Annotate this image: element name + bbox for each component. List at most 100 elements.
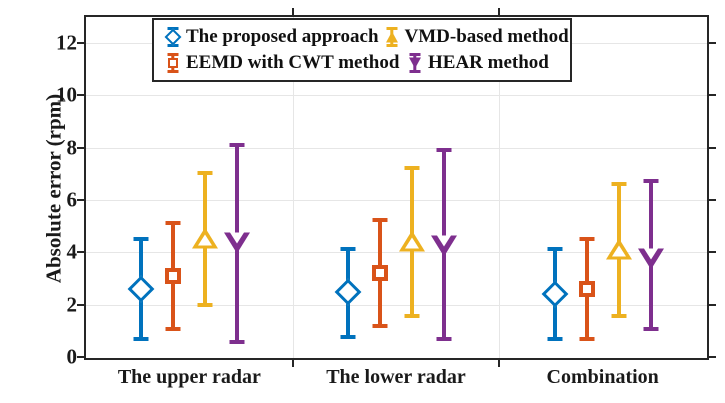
error-bar-cap bbox=[643, 179, 659, 184]
y-tick bbox=[77, 94, 86, 97]
y-tick bbox=[707, 146, 716, 149]
y-tick-label: 8 bbox=[66, 135, 78, 160]
legend-item-vmd-based-method[interactable]: VMD-based method bbox=[379, 24, 569, 50]
error-bar bbox=[541, 247, 569, 342]
y-tick bbox=[707, 356, 716, 358]
error-bar-cap bbox=[372, 324, 388, 329]
error-bar-cap bbox=[611, 181, 627, 186]
marker-fill bbox=[405, 237, 419, 249]
error-bar-cap bbox=[229, 339, 245, 344]
gridline bbox=[86, 252, 707, 254]
error-bar-cap bbox=[340, 334, 356, 339]
marker-fill bbox=[611, 245, 626, 257]
y-tick-label: 0 bbox=[66, 344, 78, 369]
legend-label: The proposed approach bbox=[186, 26, 379, 47]
square-marker-icon bbox=[160, 50, 186, 76]
marker-fill bbox=[198, 234, 213, 246]
gridline bbox=[86, 200, 707, 202]
legend-label: EEMD with CWT method bbox=[186, 52, 400, 73]
error-bar-cap bbox=[436, 337, 452, 342]
diamond-marker-icon bbox=[334, 278, 362, 306]
y-tick-label: 4 bbox=[66, 239, 78, 264]
error-bar-cap bbox=[611, 313, 627, 318]
legend-label: HEAR method bbox=[428, 52, 549, 73]
error-bar-cap bbox=[372, 218, 388, 223]
legend-item-eemd-with-cwt-method[interactable]: EEMD with CWT method bbox=[160, 50, 402, 76]
diamond-marker-icon bbox=[541, 280, 569, 308]
triangle-down-marker-icon bbox=[637, 248, 664, 270]
error-bar bbox=[431, 147, 457, 342]
y-tick-label: 2 bbox=[66, 292, 78, 317]
error-bar bbox=[127, 236, 155, 342]
diamond-marker-icon bbox=[127, 275, 155, 303]
error-bar bbox=[163, 221, 183, 331]
x-tick-label: Combination bbox=[546, 366, 659, 388]
error-bar-cap bbox=[436, 147, 452, 152]
y-tick bbox=[707, 42, 716, 45]
error-bar bbox=[334, 247, 362, 339]
triangle-up-marker-icon bbox=[192, 227, 219, 249]
marker-fill bbox=[437, 235, 451, 247]
legend-item-the-proposed-approach[interactable]: The proposed approach bbox=[160, 24, 379, 50]
x-tick bbox=[498, 358, 501, 367]
legend-item-hear-method[interactable]: HEAR method bbox=[402, 50, 549, 76]
gridline bbox=[86, 147, 707, 149]
triangle-up-marker-icon bbox=[399, 230, 425, 252]
y-tick bbox=[77, 42, 86, 45]
legend-label: VMD-based method bbox=[404, 26, 569, 47]
error-bar bbox=[637, 179, 664, 331]
y-tick-label: 6 bbox=[66, 187, 78, 212]
x-tick bbox=[291, 358, 294, 367]
y-tick bbox=[707, 303, 716, 306]
square-marker-icon bbox=[578, 280, 595, 297]
gridline bbox=[86, 95, 707, 97]
y-tick-label: 10 bbox=[56, 82, 77, 107]
square-marker-icon bbox=[372, 265, 388, 282]
gridline bbox=[292, 17, 294, 358]
square-marker-icon bbox=[165, 267, 182, 284]
error-bar bbox=[605, 181, 632, 318]
legend-row: EEMD with CWT method HEAR method bbox=[160, 50, 564, 76]
y-tick-label: 12 bbox=[56, 30, 77, 55]
error-bar-cap bbox=[404, 166, 420, 171]
triangle-down-marker-icon bbox=[431, 235, 457, 257]
diamond-marker-icon bbox=[160, 24, 186, 50]
error-bar-cap bbox=[165, 221, 181, 225]
gridline bbox=[499, 17, 501, 358]
error-bar-cap bbox=[579, 236, 595, 241]
error-bar-cap bbox=[404, 313, 420, 318]
x-tick-label: The lower radar bbox=[326, 366, 466, 388]
marker-fill bbox=[230, 232, 245, 244]
y-tick bbox=[77, 356, 86, 358]
error-bar-cap bbox=[133, 337, 149, 342]
error-bar-cap bbox=[197, 171, 213, 176]
error-bar bbox=[224, 142, 251, 344]
y-tick bbox=[77, 303, 86, 306]
error-bar-cap bbox=[165, 326, 181, 331]
x-tick bbox=[291, 8, 294, 17]
error-bar bbox=[577, 236, 597, 342]
error-bar bbox=[399, 166, 425, 318]
legend[interactable]: The proposed approach VMD-based method bbox=[152, 18, 572, 82]
error-bar-cap bbox=[229, 142, 245, 147]
y-tick bbox=[707, 94, 716, 97]
triangle-down-marker-icon bbox=[402, 50, 428, 76]
error-bar-cap bbox=[547, 337, 563, 342]
error-bar-cap bbox=[643, 326, 659, 331]
error-bar-cap bbox=[133, 236, 149, 241]
y-tick bbox=[77, 251, 86, 254]
error-bar-cap bbox=[340, 247, 356, 252]
y-tick bbox=[707, 251, 716, 254]
x-tick bbox=[498, 8, 501, 17]
triangle-up-marker-icon bbox=[379, 24, 405, 50]
y-tick bbox=[77, 199, 86, 202]
y-tick bbox=[77, 146, 86, 149]
marker-fill bbox=[643, 248, 658, 260]
error-bar-cap bbox=[197, 303, 213, 308]
x-tick-label: The upper radar bbox=[117, 366, 261, 388]
legend-row: The proposed approach VMD-based method bbox=[160, 24, 569, 50]
gridline bbox=[86, 304, 707, 306]
error-bar-cap bbox=[579, 337, 595, 342]
triangle-up-marker-icon bbox=[605, 238, 632, 260]
triangle-down-marker-icon bbox=[224, 232, 251, 254]
